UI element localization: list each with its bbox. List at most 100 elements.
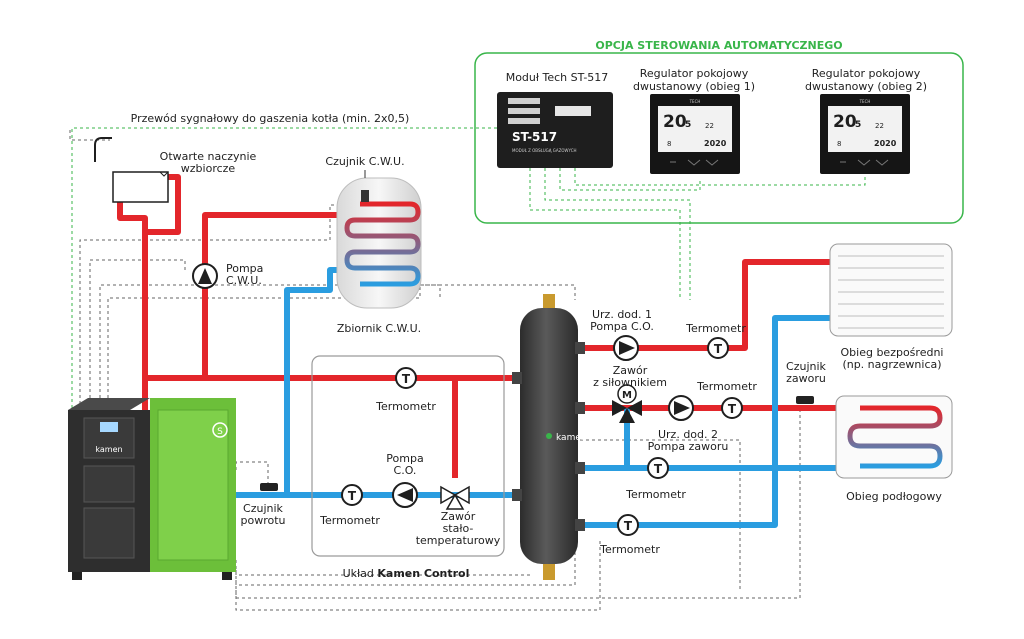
svg-text:T: T xyxy=(714,342,723,356)
thermostat1-temp-decimal: 5 xyxy=(685,120,691,130)
svg-text:M: M xyxy=(622,390,632,401)
automatic-control-frame xyxy=(474,52,964,224)
floor-circuit-label: Obieg podłogowy xyxy=(846,490,942,503)
thermometer-kc-return-label: Termometr xyxy=(319,514,380,527)
dhw-pump xyxy=(192,263,218,289)
thermometer-circuit2-supply-label: Termometr xyxy=(696,380,757,393)
direct-circuit-label-line2: (np. nagrzewnica) xyxy=(842,358,941,371)
thermostat2-setpoint: 22 xyxy=(875,122,884,130)
kamen-control-label: Układ Kamen Control xyxy=(343,567,470,580)
circuit2-pump xyxy=(668,395,694,421)
thermostatic-valve-label-line2: stało- xyxy=(443,522,474,535)
dhw-tank xyxy=(336,170,422,309)
actuator-valve-label-line1: Zawór xyxy=(613,364,648,377)
circuit1-pump xyxy=(613,335,639,361)
thermometer-circuit1: T xyxy=(707,337,729,359)
thermostat2-day: 8 xyxy=(837,140,841,148)
module-signal-wire xyxy=(544,168,691,300)
dhw-pump-label-line2: C.W.U. xyxy=(226,274,262,287)
svg-text:T: T xyxy=(624,519,633,533)
solid-fuel-boiler: kamen S xyxy=(68,398,236,580)
circuit1-supply-pipe xyxy=(575,259,845,351)
supply-pipe-to-tank xyxy=(117,195,148,410)
valve-sensor-label-line2: zaworu xyxy=(786,372,826,385)
thermometer-kc-supply: T xyxy=(395,367,417,389)
valve-sensor-label-line1: Czujnik xyxy=(786,360,827,373)
st517-module: ST-517 MODUŁ Z OBSŁUGĄ GAZOWYCH xyxy=(497,92,613,168)
module-device-label: ST-517 xyxy=(512,130,557,144)
boiler-badge: S xyxy=(217,427,223,437)
room-thermostat-1: TECH 20 5 22 8 2020 xyxy=(650,94,740,174)
valve-sensor xyxy=(796,396,814,404)
separator-wire xyxy=(107,284,576,410)
thermostat2-temp-decimal: 5 xyxy=(855,120,861,130)
return-sensor-wire xyxy=(235,461,269,483)
actuator-valve-label-line2: z siłownikiem xyxy=(593,376,667,389)
expansion-tank-label-line1: Otwarte naczynie xyxy=(160,150,257,163)
boiler-brand-label: kamen xyxy=(95,445,122,454)
room-thermostat-2: TECH 20 5 22 8 2020 xyxy=(820,94,910,174)
dhw-supply-pipe xyxy=(202,212,385,378)
thermometer-circuit1-label: Termometr xyxy=(685,322,746,335)
thermometer-kc-return: T xyxy=(341,484,363,506)
thermostatic-valve-label-line1: Zawór xyxy=(441,510,476,523)
thermostat2-brand: TECH xyxy=(859,99,871,104)
svg-text:T: T xyxy=(348,489,357,503)
thermostatic-valve-label-line3: temperaturowy xyxy=(416,534,501,547)
boiler-signal-wire xyxy=(71,127,497,410)
expansion-tank xyxy=(94,137,169,203)
thermostat2-wire xyxy=(574,168,866,186)
regulator2-title-line2: dwustanowy (obieg 2) xyxy=(805,80,927,93)
separator-brand: kamen xyxy=(556,433,587,443)
bottom-wire xyxy=(235,560,530,576)
regulator1-title-line1: Regulator pokojowy xyxy=(640,67,749,80)
thermostat2-year: 2020 xyxy=(874,139,897,148)
thermometer-circuit2-return-label: Termometr xyxy=(625,488,686,501)
automatic-control-title: OPCJA STEROWANIA AUTOMATYCZNEGO xyxy=(595,39,842,52)
radiator xyxy=(829,243,953,337)
valve-sensor-wire xyxy=(235,405,801,599)
direct-circuit-label-line1: Obieg bezpośredni xyxy=(841,346,944,359)
thermostat1-wire xyxy=(559,168,701,191)
dhw-pump-wire xyxy=(89,259,186,410)
circuit1-return-pipe xyxy=(575,315,845,528)
thermostat1-setpoint: 22 xyxy=(705,122,714,130)
regulator1-title-line2: dwustanowy (obieg 1) xyxy=(633,80,755,93)
floor-heating-loop xyxy=(835,395,953,479)
expansion-supply-pipe xyxy=(145,174,181,235)
return-sensor xyxy=(260,483,278,491)
kamen-control-frame xyxy=(311,355,505,557)
dhw-sensor-label: Czujnik C.W.U. xyxy=(325,155,404,168)
thermometer-circuit1-return-label: Termometr xyxy=(599,543,660,556)
thermostat2-temp: 20 xyxy=(833,112,857,132)
module-signal-wire xyxy=(529,168,681,300)
dhw-pump-label-line1: Pompa xyxy=(226,262,263,275)
module-title: Moduł Tech ST-517 xyxy=(506,71,609,84)
hydraulic-separator: kamen xyxy=(512,294,587,580)
thermometer-circuit2-supply: T xyxy=(721,397,743,419)
return-sensor-label-line1: Czujnik xyxy=(243,502,284,515)
thermostat1-brand: TECH xyxy=(689,99,701,104)
return-sensor-label-line2: powrotu xyxy=(240,514,285,527)
svg-text:T: T xyxy=(654,462,663,476)
thermostat1-year: 2020 xyxy=(704,139,727,148)
regulator2-title-line1: Regulator pokojowy xyxy=(812,67,921,80)
circuit2-pump-label-line2: Pompa zaworu xyxy=(648,440,729,453)
co-pump-label-line1: Pompa xyxy=(386,452,423,465)
expansion-tank-label-line2: wzbiorcze xyxy=(181,162,236,175)
dhw-return-pipe xyxy=(284,267,355,495)
thermometer-kc-supply-label: Termometr xyxy=(375,400,436,413)
module-device-subtitle: MODUŁ Z OBSŁUGĄ GAZOWYCH xyxy=(512,148,577,153)
thermometer-circuit1-return: T xyxy=(617,514,639,536)
circuit1-pump-label-line1: Urz. dod. 1 xyxy=(592,308,652,321)
thermometer-circuit2-return: T xyxy=(647,457,669,479)
actuator-valve: M xyxy=(612,384,642,423)
co-pump-label-line2: C.O. xyxy=(394,464,417,477)
dhw-tank-label: Zbiornik C.W.U. xyxy=(337,322,421,335)
kc-wire xyxy=(99,284,441,410)
circuit2-pump-label-line1: Urz. dod. 2 xyxy=(658,428,718,441)
thermostat1-temp: 20 xyxy=(663,112,687,132)
svg-text:T: T xyxy=(728,402,737,416)
